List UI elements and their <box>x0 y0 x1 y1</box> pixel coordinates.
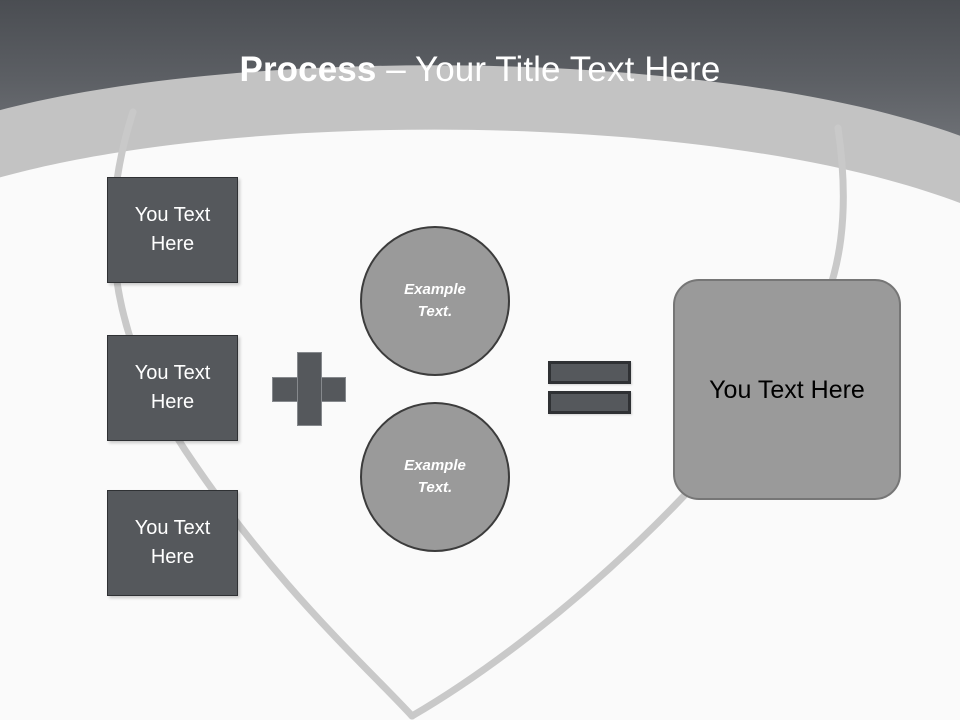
plus-operator-icon <box>272 352 346 426</box>
slide-title: Process – Your Title Text Here <box>0 48 960 92</box>
input-box-3-label: You Text Here <box>134 517 211 568</box>
example-circle-1[interactable]: Example Text. <box>360 226 510 376</box>
slide-title-rest: – Your Title Text Here <box>376 50 721 89</box>
example-circle-1-line2: Text. <box>417 303 453 320</box>
example-circle-2-text: Example Text. <box>404 455 466 499</box>
input-box-1[interactable]: You Text Here <box>107 177 238 283</box>
header-shape <box>0 0 960 136</box>
slide-title-emphasis: Process <box>239 50 377 89</box>
input-box-3[interactable]: You Text Here <box>107 490 238 596</box>
equals-top-bar <box>548 361 631 384</box>
example-circle-2-line1: Example <box>404 457 466 474</box>
equals-bottom-bar <box>548 391 631 414</box>
equals-operator-icon <box>548 361 631 414</box>
example-circle-2[interactable]: Example Text. <box>360 402 510 552</box>
example-circle-2-line2: Text. <box>417 479 453 496</box>
result-box[interactable]: You Text Here <box>673 279 901 500</box>
input-box-2[interactable]: You Text Here <box>107 335 238 441</box>
result-box-label: You Text Here <box>709 375 865 404</box>
example-circle-1-text: Example Text. <box>404 279 466 323</box>
example-circle-1-line1: Example <box>404 281 466 298</box>
plus-center-fill <box>298 378 320 400</box>
input-box-2-label: You Text Here <box>134 362 211 413</box>
input-box-1-label: You Text Here <box>134 204 211 255</box>
header-band-shape <box>0 63 960 204</box>
